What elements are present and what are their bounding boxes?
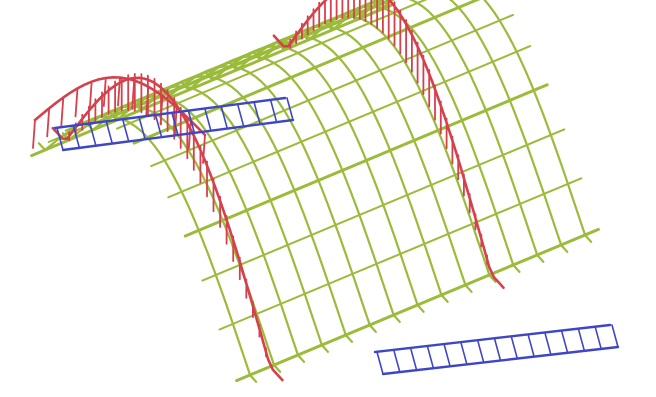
red-hanger [159,95,164,125]
blue-cross-member [493,337,502,362]
blue-cross-member [187,110,196,134]
red-ribs [32,0,505,382]
blue-beam [373,323,612,354]
blue-cross-member [510,335,519,360]
blue-cross-member [121,118,130,143]
green-longitudinal-member [235,227,600,383]
red-hanger [46,107,51,138]
blue-cross-member [409,347,418,371]
blue-cross-member [392,349,401,373]
blue-cross-member [286,97,294,121]
blue-cross-member [56,127,64,151]
blue-cross-member [171,112,179,136]
blue-beam [53,96,287,130]
blue-cross-member [204,107,212,132]
green-transverse-rib [301,5,521,273]
blue-cross-member [460,341,468,366]
green-longitudinal-member [116,0,428,130]
red-hanger [60,96,65,127]
green-longitudinal-member [30,2,395,158]
green-transverse-rib [277,15,497,283]
blue-cross-member [527,333,535,358]
red-hanger [32,119,36,149]
blue-cross-member [611,324,619,348]
green-transverse-rib [229,35,449,303]
blue-cross-member [426,345,435,370]
green-transverse-rib [37,115,258,383]
green-transverse-rib [157,65,377,333]
red-hanger [202,134,206,164]
blue-cross-member [89,122,97,147]
green-longitudinal-member [81,0,383,125]
red-hanger [74,87,79,118]
red-hanger [131,79,136,110]
green-transverse-rib [253,25,473,293]
blue-cross-member [138,116,146,141]
blue-cross-member [105,120,114,145]
blue-cross-member [544,331,552,356]
green-longitudinal-member [201,128,566,282]
blue-cross-member [236,103,245,128]
green-longitudinal-member [183,83,549,238]
red-hanger [187,119,192,150]
blue-cross-member [594,326,603,350]
green-longitudinal-member [47,0,392,143]
blue-cross-member [72,125,81,149]
green-transverse-rib [372,0,593,243]
green-grid [30,0,600,383]
red-arch-rib [33,76,207,137]
green-longitudinal-member [132,0,481,145]
green-longitudinal-member [150,13,514,168]
red-hanger [88,80,93,111]
red-hanger [145,85,150,116]
blue-cross-member [376,351,384,375]
green-longitudinal-member [218,177,583,331]
blue-cross-member [577,328,586,352]
blue-cross-member [220,105,229,130]
blue-cross-member [253,101,261,126]
blue-cross-member [443,343,451,368]
blue-cross-member [269,99,278,123]
red-hanger [102,77,107,107]
green-longitudinal-member [167,45,532,199]
blue-cross-member [476,339,485,364]
blue-beams [53,96,620,376]
blue-cross-member [560,329,569,354]
green-transverse-rib [205,45,425,313]
red-arch-rib [272,0,505,290]
red-hanger [117,76,121,107]
blue-cross-member [154,114,163,138]
